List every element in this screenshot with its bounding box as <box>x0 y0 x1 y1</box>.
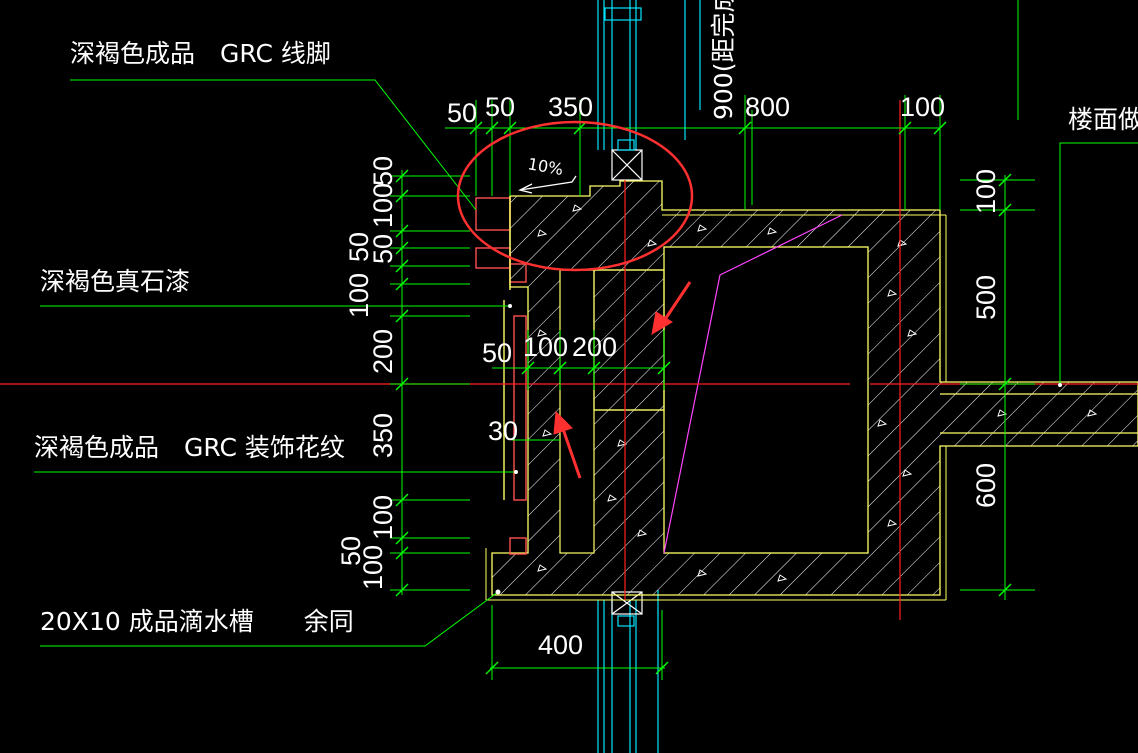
dim-left-100d: 100 <box>358 545 388 590</box>
dim-top-100: 100 <box>900 92 945 122</box>
slope-mark <box>518 175 577 194</box>
red-ellipse-highlight <box>456 120 694 272</box>
red-arrow <box>553 410 582 479</box>
dim-left-50: 50 <box>368 156 398 186</box>
dim-bottom-400: 400 <box>538 630 583 660</box>
dim-right-600: 600 <box>971 463 1001 508</box>
label-drip-groove: 20X10 成品滴水槽 余同 <box>40 607 354 636</box>
concrete-section <box>485 180 1138 601</box>
red-arrow <box>651 281 692 335</box>
dim-left-200: 200 <box>368 329 398 374</box>
aggregate-marks <box>537 204 1098 582</box>
dim-mid-200: 200 <box>572 332 617 362</box>
dim-mid-30: 30 <box>488 416 518 446</box>
label-stone-paint: 深褐色真石漆 <box>40 267 190 296</box>
dim-right-100: 100 <box>971 169 1001 214</box>
slope-label: 10% <box>526 154 564 179</box>
dim-left-100a: 100 <box>368 183 398 228</box>
dim-top-50a: 50 <box>447 98 477 128</box>
label-vertical-note: 900(距完成面 <box>709 0 738 120</box>
dim-top-350: 350 <box>548 92 593 122</box>
dim-mid-100: 100 <box>523 332 568 362</box>
dimension-lines <box>34 0 1138 680</box>
leader-dots <box>495 304 1062 595</box>
dim-left-350: 350 <box>368 413 398 458</box>
label-grc-pattern: 深褐色成品 GRC 装饰花纹 <box>34 433 345 462</box>
dim-right-500: 500 <box>971 275 1001 320</box>
label-grc-baseboard: 深褐色成品 GRC 线脚 <box>70 39 331 68</box>
label-floor-finish: 楼面做法 <box>1068 105 1138 134</box>
window-frame-bottom <box>611 591 643 627</box>
dim-top-50b: 50 <box>485 92 515 122</box>
dim-left-100b: 100 <box>344 273 374 318</box>
window-mullions <box>597 0 701 753</box>
dim-mid-50: 50 <box>482 338 512 368</box>
dimension-ticks <box>395 121 1012 675</box>
magenta-line <box>663 214 843 554</box>
dim-left-100c: 100 <box>368 495 398 540</box>
grc-pattern-panel <box>503 300 527 555</box>
dim-top-800: 800 <box>745 92 790 122</box>
dim-left-50d: 50 <box>336 536 366 566</box>
dim-left-50c: 50 <box>368 234 398 264</box>
dim-left-50b: 50 <box>344 232 374 262</box>
window-frame-top <box>611 139 643 181</box>
